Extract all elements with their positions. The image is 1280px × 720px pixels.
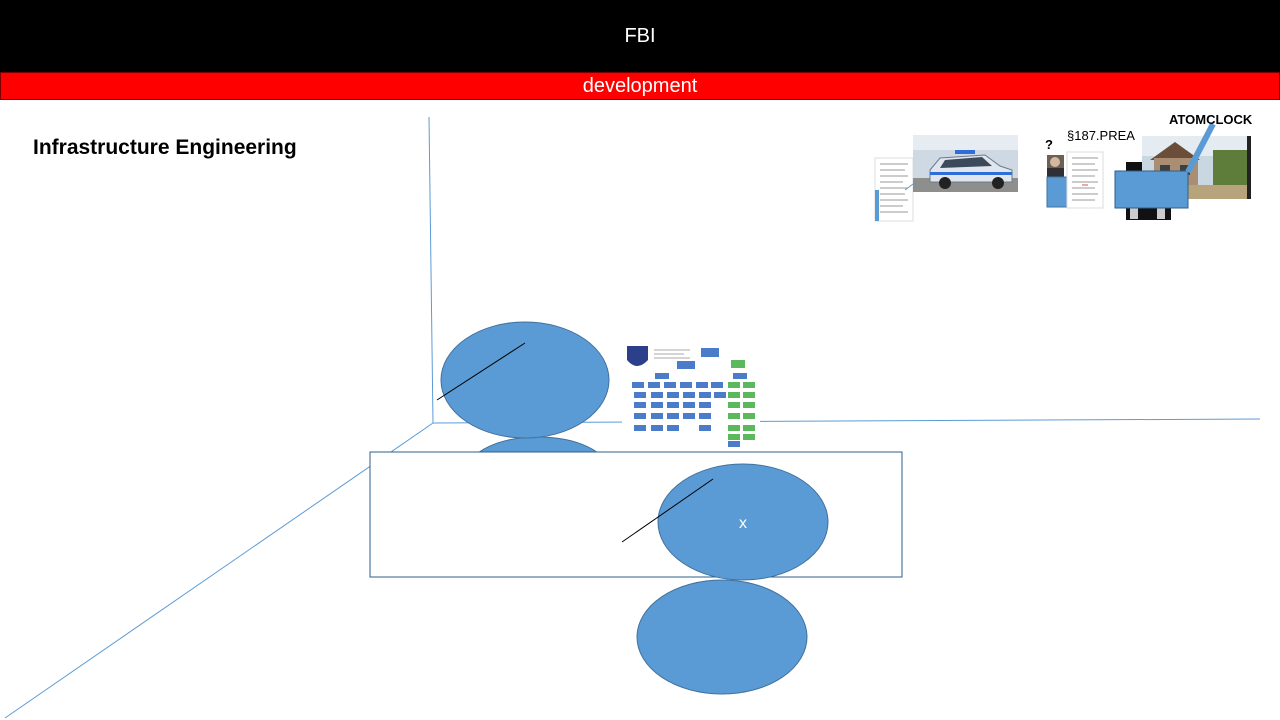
blue-box-large (1114, 170, 1189, 209)
ellipse-top (440, 321, 610, 439)
org-chart-thumbnail (622, 340, 760, 448)
ellipse-middle-line (621, 478, 714, 543)
slide-title: FBI (624, 24, 656, 47)
ellipse-middle (657, 463, 829, 581)
connector-line (1185, 122, 1216, 174)
atomclock-label: ATOMCLOCK (1169, 112, 1253, 127)
subtitle-bar: development (0, 72, 1280, 100)
police-car-photo (913, 135, 1018, 192)
question-mark-label: ? (1045, 137, 1053, 152)
police-badge-icon (627, 346, 648, 366)
section-heading: Infrastructure Engineering (33, 136, 297, 159)
axis-diagonal (4, 422, 434, 719)
document-thumbnail-right (1066, 151, 1104, 209)
ellipse-middle-label: x (739, 515, 747, 532)
person-photo (1047, 155, 1064, 178)
document-thumbnail-left (874, 157, 914, 222)
slide-subtitle: development (582, 74, 698, 97)
connector-line-small (904, 183, 914, 191)
axis-vertical (428, 116, 434, 424)
section-label: §187.PREA (1067, 128, 1135, 143)
ellipse-bottom (636, 579, 808, 695)
ellipse-top-line (436, 342, 526, 401)
title-bar: FBI (0, 0, 1280, 72)
